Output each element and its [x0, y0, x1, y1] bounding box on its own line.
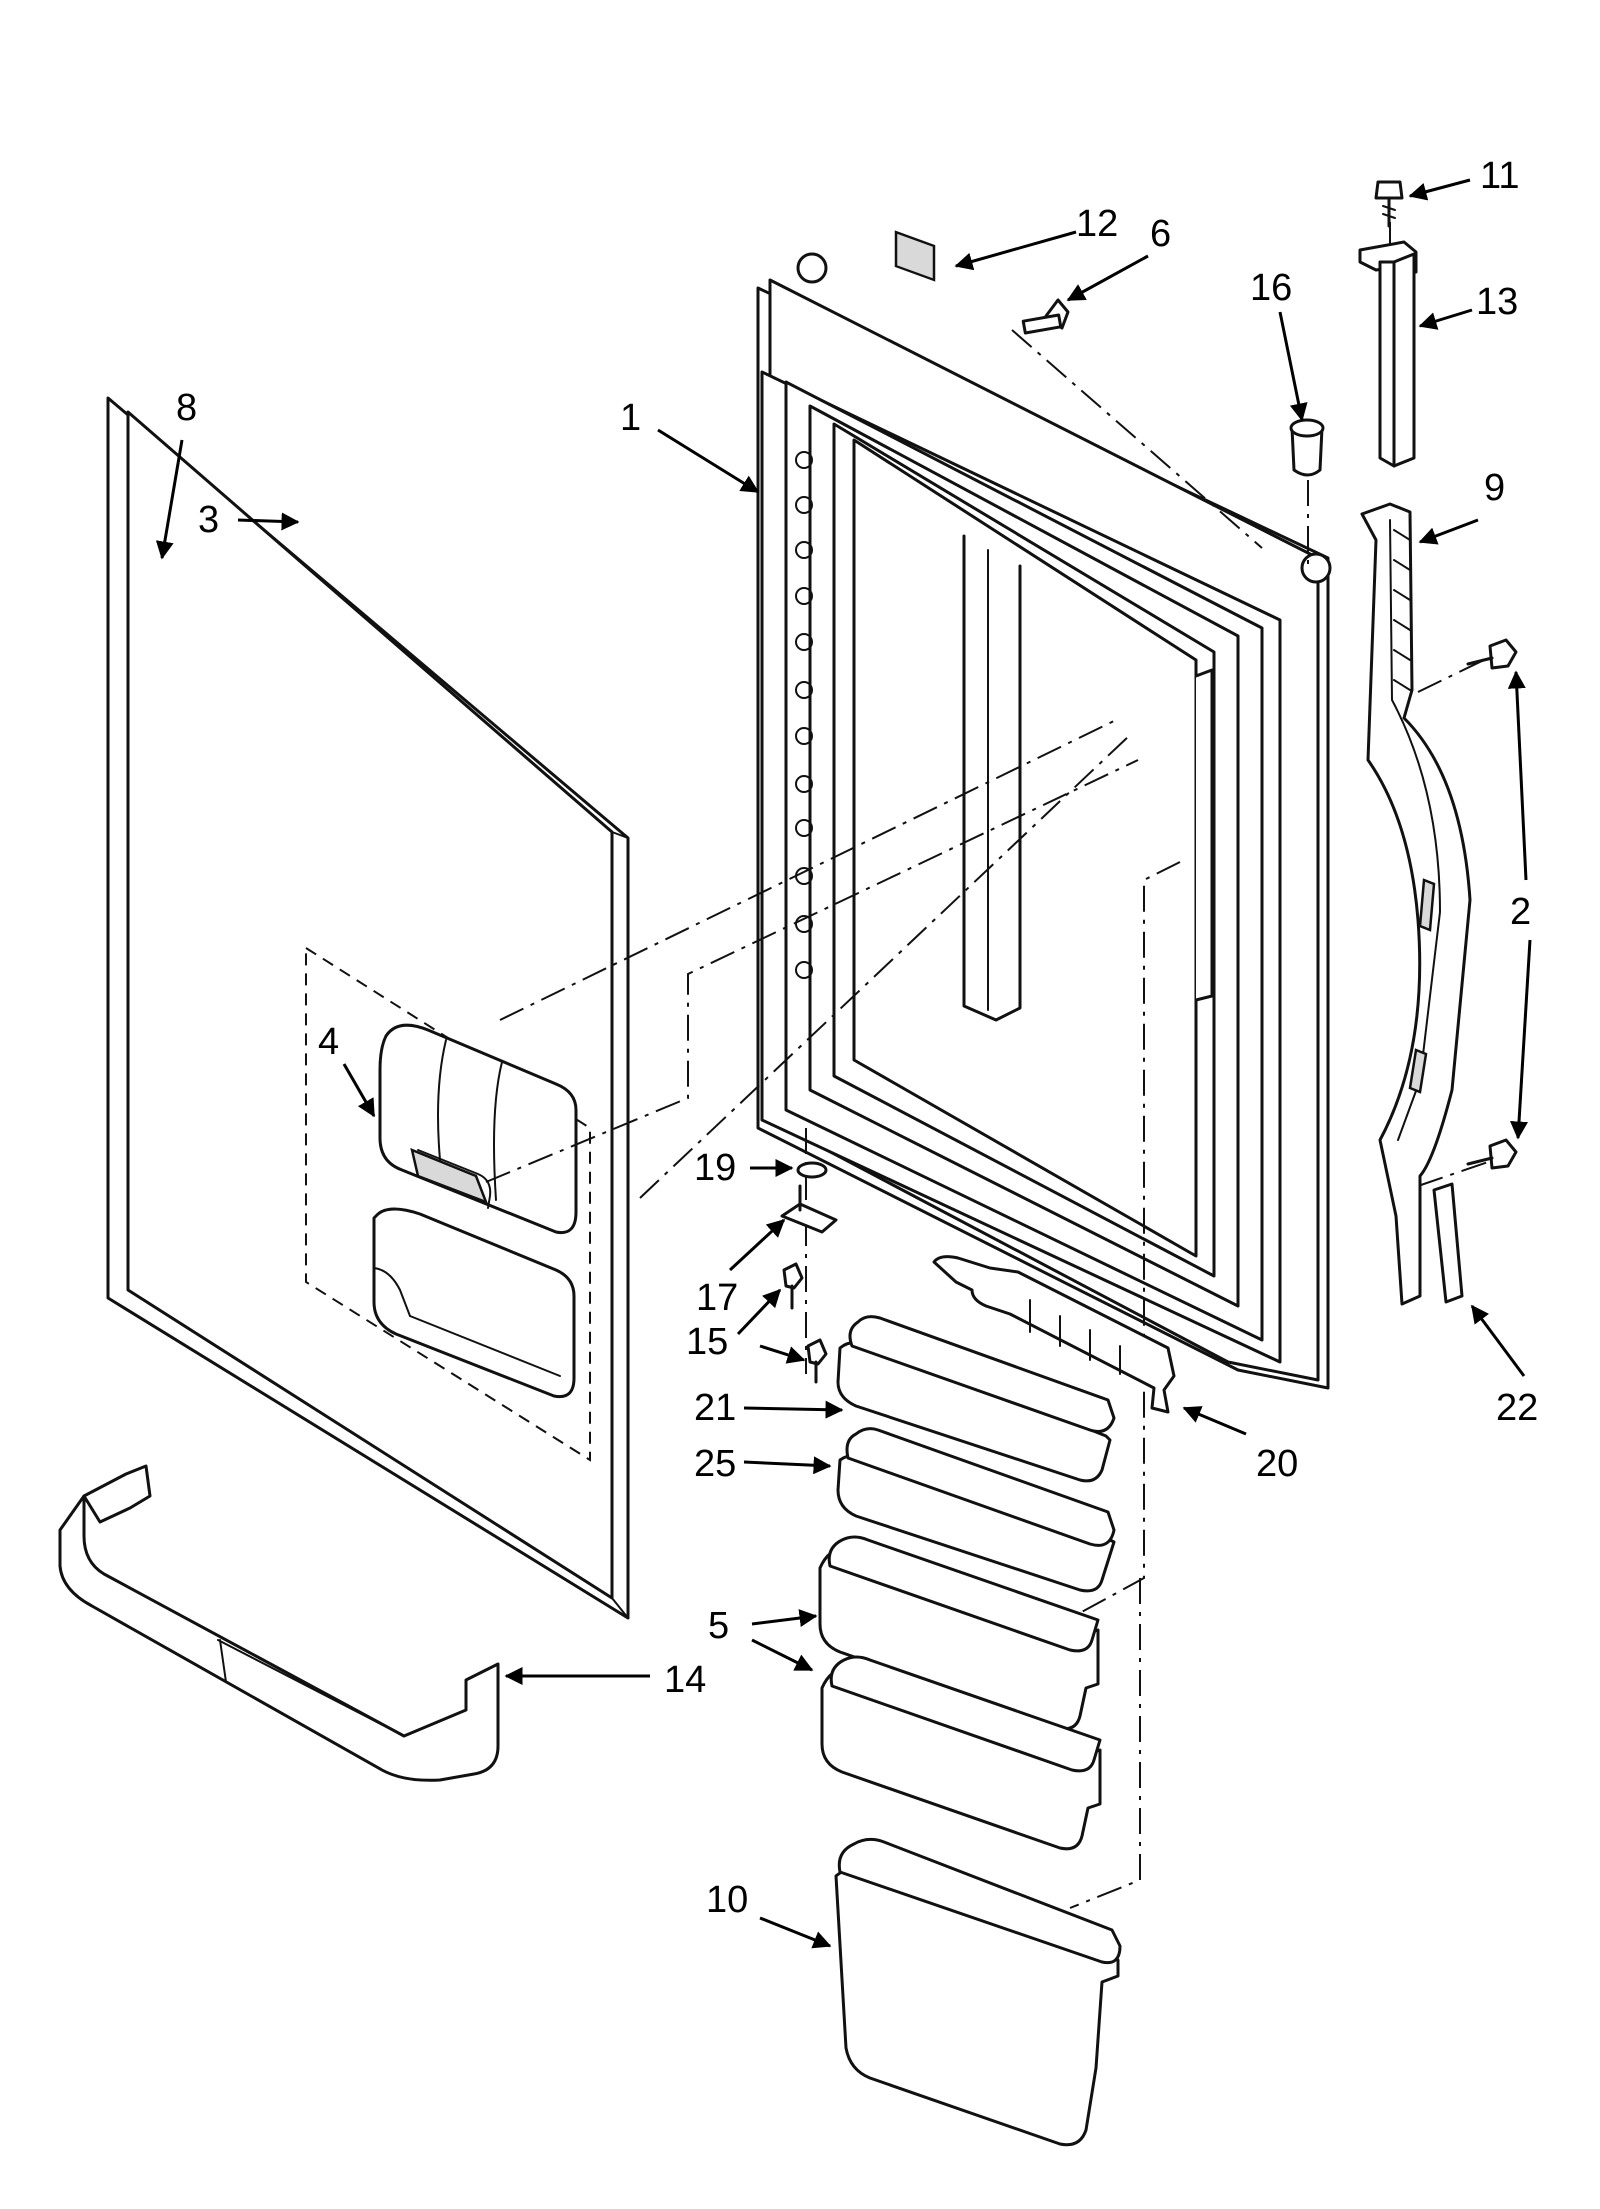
callout-20: 20: [1256, 1443, 1298, 1485]
handle-trim: [1432, 1182, 1464, 1304]
outer-door-panel: [106, 396, 630, 1620]
hinge-screw-upper: [782, 1262, 804, 1310]
callout-11: 11: [1480, 155, 1519, 197]
callout-16: 16: [1250, 267, 1292, 309]
callout-1: 1: [620, 397, 641, 439]
door-bin-large: [58, 1464, 500, 1782]
handle-screw-upper: [1466, 638, 1518, 670]
callout-15: 15: [686, 1321, 728, 1363]
dispenser-housing: [378, 1023, 578, 1235]
callout-22: 22: [1496, 1387, 1538, 1429]
dispenser-tray: [372, 1207, 576, 1399]
bin-rail: [932, 1255, 1176, 1414]
callout-6: 6: [1150, 213, 1171, 255]
door-bin-5-lower: [820, 1655, 1102, 1851]
screw-top: [1374, 180, 1404, 228]
callout-9: 9: [1484, 467, 1505, 509]
callout-3: 3: [198, 499, 219, 541]
callout-14: 14: [664, 1659, 706, 1701]
callout-12: 12: [1076, 203, 1118, 245]
door-bin-5-upper: [818, 1535, 1100, 1731]
callout-8: 8: [176, 387, 197, 429]
handle-bracket: [1358, 240, 1418, 468]
callout-13: 13: [1476, 281, 1518, 323]
hinge-bushing: [1289, 418, 1325, 477]
door-bin-25: [836, 1427, 1116, 1593]
label-part: [894, 230, 936, 282]
door-frame: [756, 252, 1332, 1390]
shelf-mount-holes: [795, 451, 813, 979]
door-stop-pin: [1021, 298, 1070, 335]
washer: [796, 1161, 828, 1179]
callout-19: 19: [694, 1147, 736, 1189]
callout-25: 25: [694, 1443, 736, 1485]
hinge-screw-lower: [806, 1338, 828, 1384]
callout-21: 21: [694, 1387, 736, 1429]
door-handle: [1360, 502, 1472, 1306]
handle-screw-lower: [1466, 1138, 1518, 1170]
door-bin-21: [836, 1315, 1116, 1483]
callout-10: 10: [706, 1879, 748, 1921]
callout-17: 17: [696, 1277, 738, 1319]
leader-lines: [155, 178, 1532, 1949]
callout-5: 5: [708, 1605, 729, 1647]
callout-2: 2: [1510, 891, 1531, 933]
assembly-lines: [485, 222, 1489, 1909]
callout-4: 4: [318, 1021, 339, 1063]
door-bin-deep: [834, 1837, 1122, 2147]
hinge-bracket: [780, 1184, 838, 1234]
callout-labels: 1 2 3 4 5 6 8 9 10 11 12 13 14 15 16 17 …: [176, 155, 1538, 1921]
